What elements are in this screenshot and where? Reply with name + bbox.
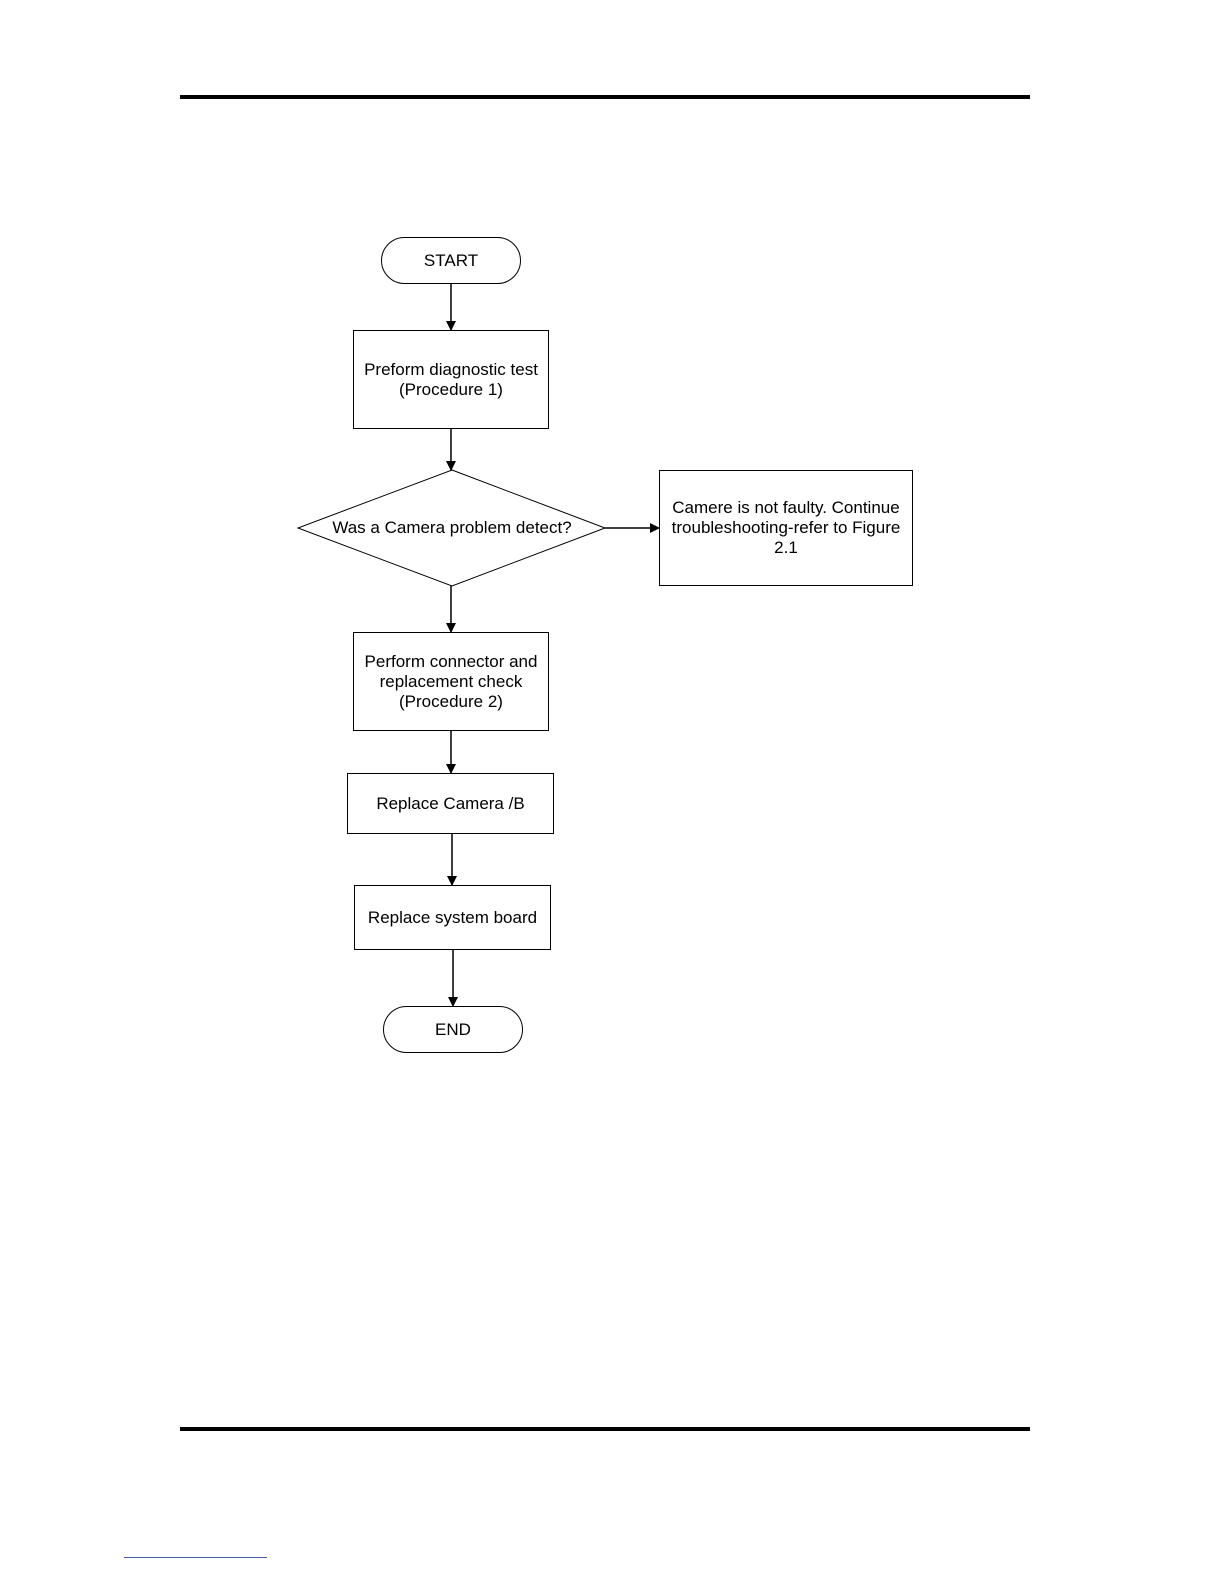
replace-system-board-label: Replace system board bbox=[368, 908, 537, 928]
replace-camera-box: Replace Camera /B bbox=[347, 773, 554, 834]
not-faulty-box: Camere is not faulty. Continue troublesh… bbox=[659, 470, 913, 586]
decision-label: Was a Camera problem detect? bbox=[332, 518, 571, 538]
diagnostic-test-box: Preform diagnostic test (Procedure 1) bbox=[353, 330, 549, 429]
footer-rule bbox=[180, 1427, 1030, 1431]
footer-link-underline[interactable] bbox=[124, 1557, 267, 1558]
replace-system-board-box: Replace system board bbox=[354, 885, 551, 950]
start-label: START bbox=[424, 251, 478, 271]
start-terminal: START bbox=[381, 237, 521, 284]
replace-camera-label: Replace Camera /B bbox=[376, 794, 524, 814]
end-label: END bbox=[435, 1020, 471, 1040]
not-faulty-label: Camere is not faulty. Continue troublesh… bbox=[672, 498, 901, 558]
connector-check-label: Perform connector and replacement check … bbox=[365, 652, 538, 712]
connector-check-box: Perform connector and replacement check … bbox=[353, 632, 549, 731]
decision-label-container: Was a Camera problem detect? bbox=[310, 508, 594, 548]
diagnostic-test-label: Preform diagnostic test (Procedure 1) bbox=[364, 360, 538, 400]
end-terminal: END bbox=[383, 1006, 523, 1053]
